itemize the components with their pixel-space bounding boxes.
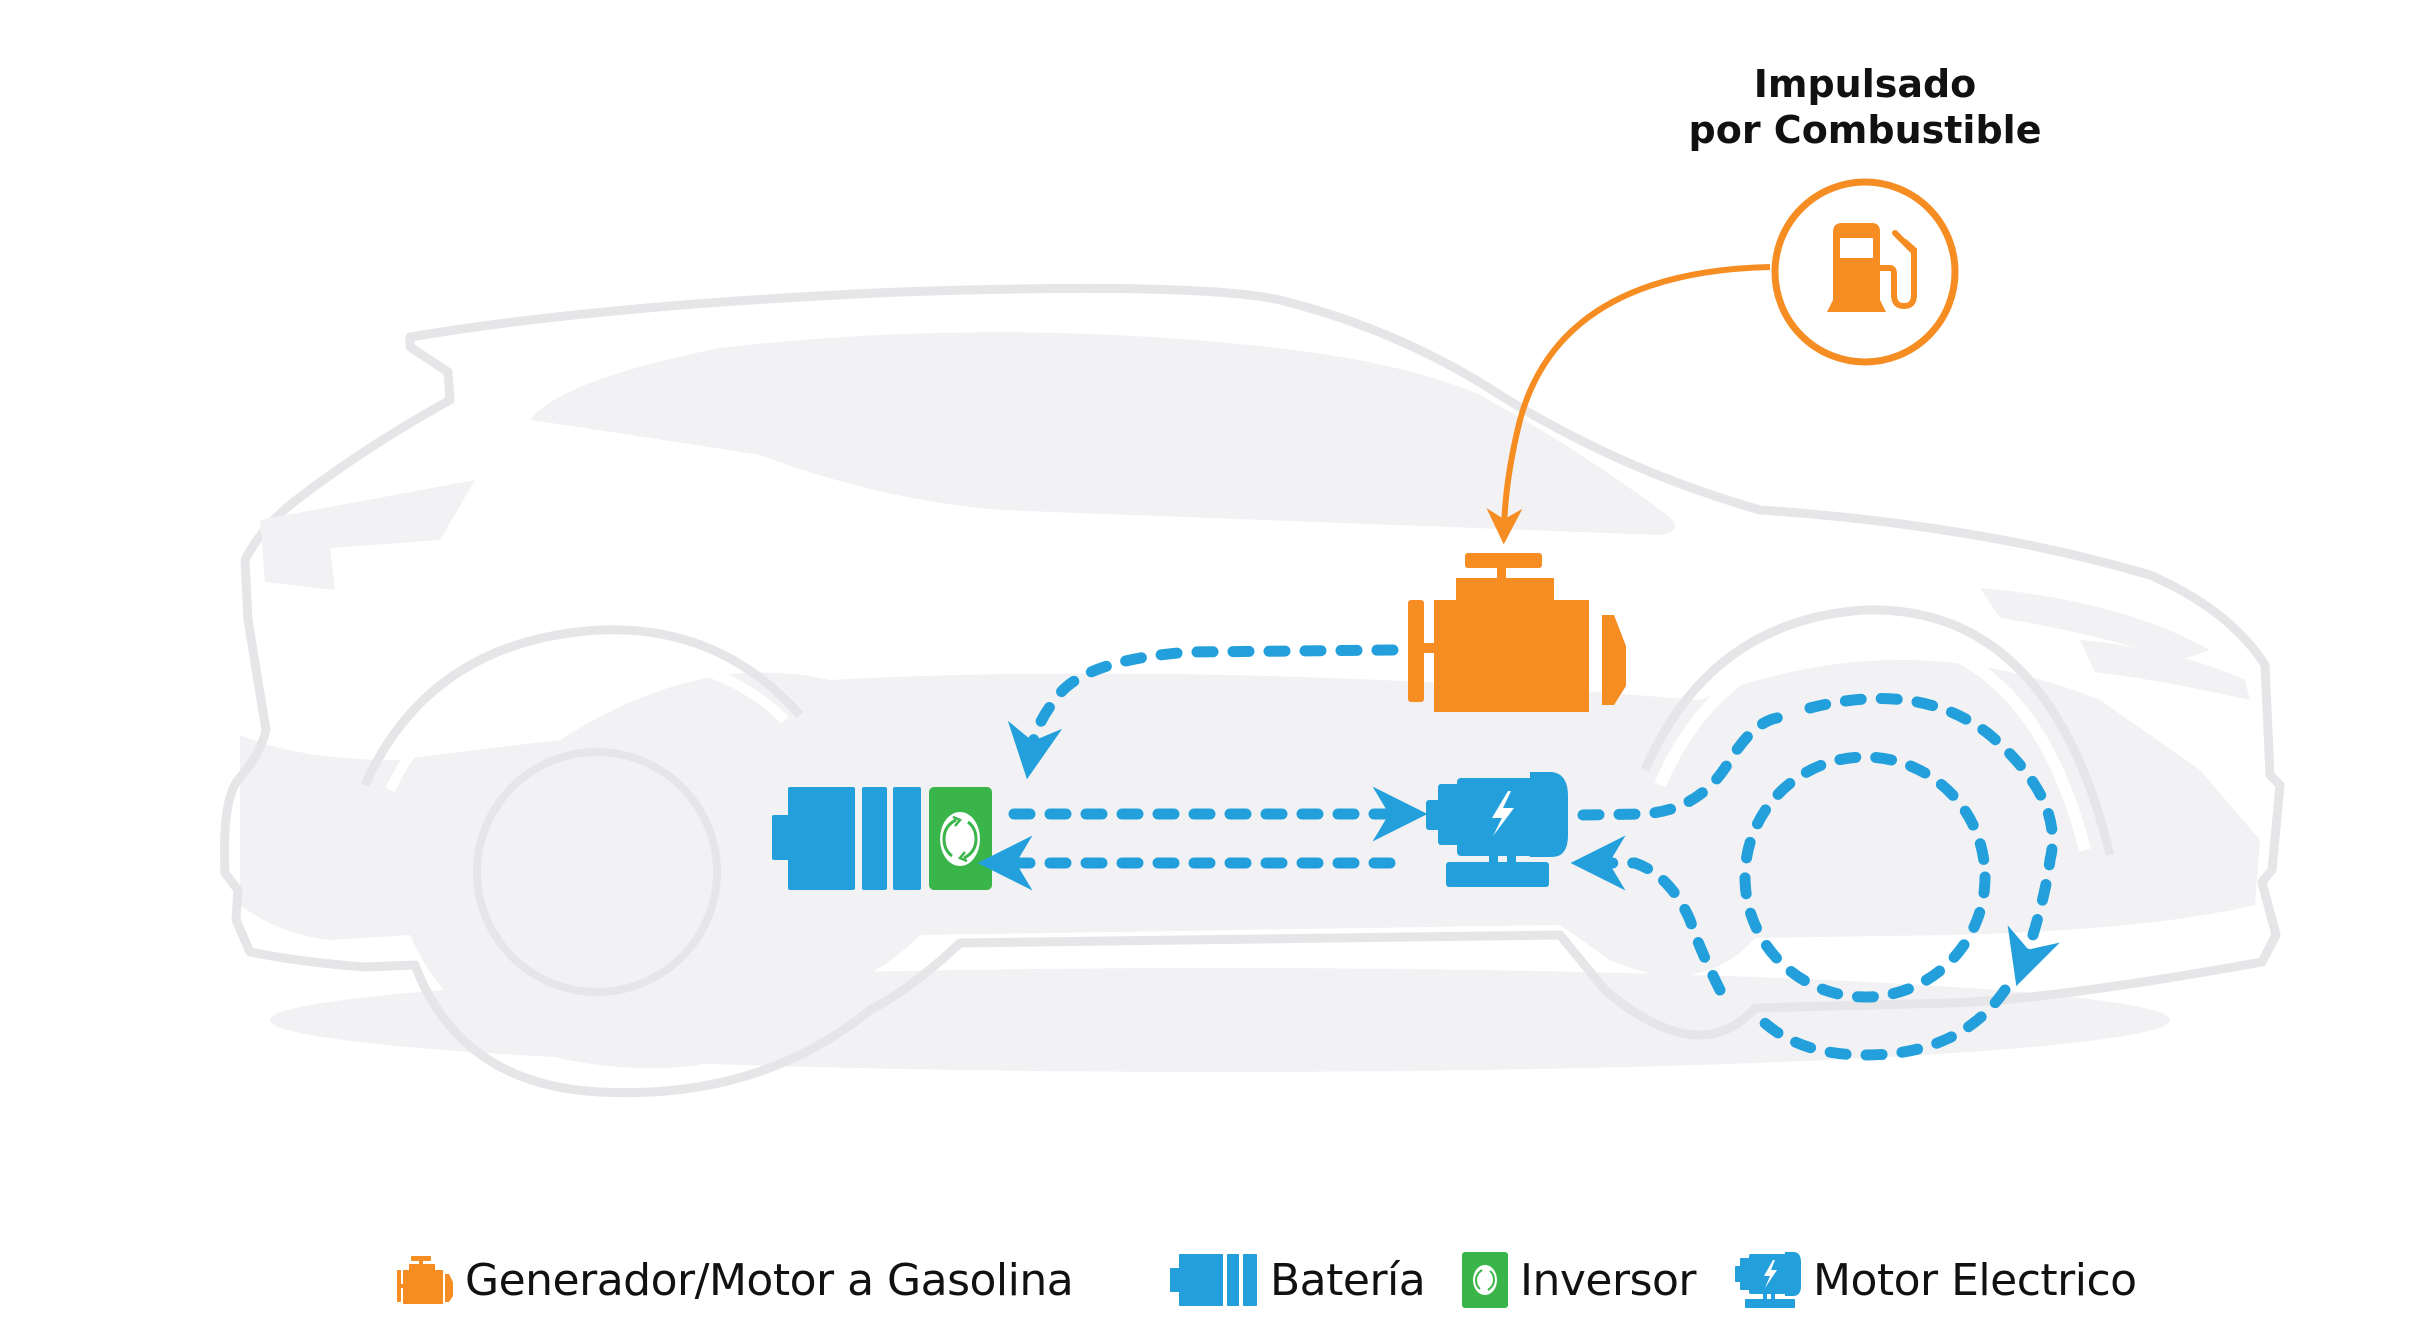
- engine-icon: [1408, 553, 1626, 712]
- legend-item-inverter: Inversor: [1462, 1245, 1697, 1315]
- fuel-to-engine-arrow: [1486, 264, 1771, 545]
- car-outline: [220, 283, 2285, 1098]
- legend-item-battery: Batería: [1170, 1245, 1426, 1315]
- car-taillight: [1980, 588, 2210, 660]
- legend-label: Batería: [1270, 1254, 1426, 1306]
- title-line-2: por Combustible: [1689, 108, 2042, 152]
- engine-to-inverter-flow: [1007, 644, 1399, 780]
- engine-icon: [397, 1256, 453, 1304]
- front-wheel-arch-inner: [385, 649, 789, 793]
- wheel-to-motor-flow: [1598, 863, 2011, 1061]
- battery-icon: [772, 787, 921, 890]
- electric-motor-icon: [1426, 772, 1568, 887]
- front-wheel: [473, 748, 721, 996]
- legend-label: Inversor: [1520, 1254, 1697, 1306]
- car-rear-reflector: [2080, 640, 2250, 700]
- legend: Generador/Motor a Gasolina Batería Inver…: [0, 1245, 2434, 1315]
- front-wheel-arch: [360, 625, 804, 787]
- inverter-icon: [1462, 1252, 1508, 1308]
- car-headlight: [260, 480, 475, 590]
- legend-label: Motor Electrico: [1813, 1254, 2137, 1306]
- motor-to-wheel-flow: [1577, 693, 2053, 960]
- rear-wheel-rotation: [1739, 751, 1991, 1003]
- energy-flows: [977, 644, 2053, 1061]
- rear-wheel-arch: [1640, 605, 2115, 857]
- battery-icon: [1170, 1254, 1257, 1306]
- car-window: [530, 332, 1675, 535]
- title-line-1: Impulsado: [1754, 62, 1977, 106]
- legend-item-motor: Motor Electrico: [1735, 1245, 2137, 1315]
- electric-motor-icon: [1735, 1252, 1801, 1308]
- fuel-pump-icon: [1771, 178, 1959, 366]
- legend-item-engine: Generador/Motor a Gasolina: [397, 1245, 1074, 1315]
- rear-wheel-arch-inner: [1654, 628, 2091, 852]
- legend-label: Generador/Motor a Gasolina: [465, 1254, 1074, 1306]
- inverter-icon: [929, 787, 992, 890]
